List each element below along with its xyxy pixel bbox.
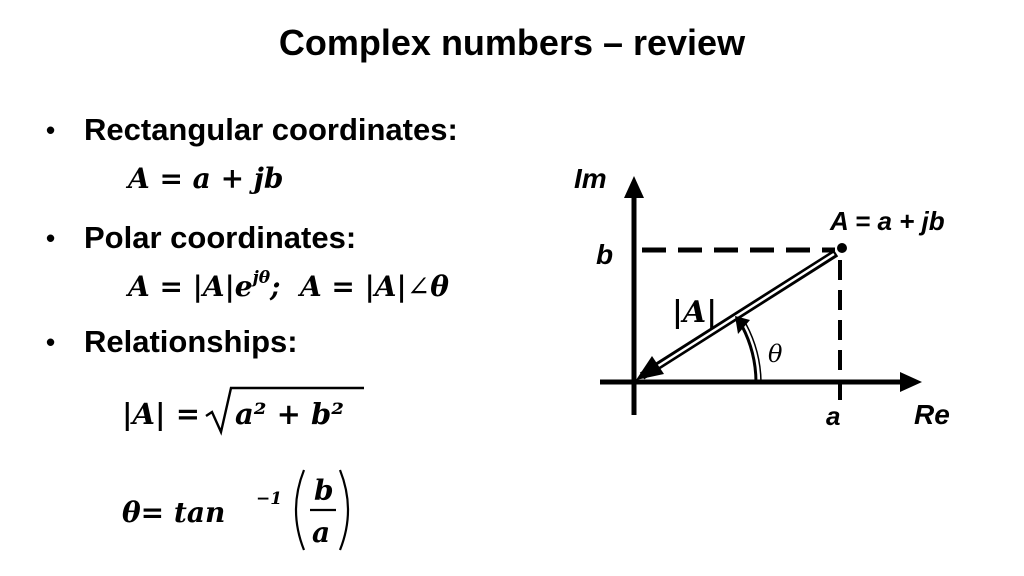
bullet-label-polar: Polar coordinates: — [84, 220, 357, 255]
bullet-label-rectangular: Rectangular coordinates: — [84, 112, 458, 147]
radical-sign — [205, 386, 364, 436]
real-axis-label: Re — [914, 399, 950, 430]
slide-title: Complex numbers – review — [278, 22, 746, 63]
angle-arc-inner — [745, 323, 762, 383]
imag-axis-arrowhead — [624, 176, 644, 198]
magnitude-radicand: a² + b² — [235, 397, 344, 431]
angle-arrowhead — [735, 316, 750, 334]
b-label: b — [596, 239, 613, 270]
right-paren — [338, 469, 350, 551]
polar-separator: ; — [270, 270, 281, 303]
bullet-polar: • Polar coordinates: — [46, 220, 356, 256]
angle-symbol: ∠ — [406, 270, 431, 303]
left-paren — [294, 469, 306, 551]
angle-denominator: a — [312, 516, 330, 549]
real-axis-arrowhead — [900, 372, 922, 392]
polar-exp-power: jθ — [252, 268, 271, 288]
a-label: a — [826, 401, 840, 431]
phasor-arrowhead — [636, 356, 664, 380]
bullet-dot: • — [46, 326, 56, 357]
angle-arc — [740, 325, 758, 383]
bullet-relationships: • Relationships: — [46, 324, 298, 360]
phasor-diagram: Im Re A = a + jb b a |A| θ — [574, 163, 950, 431]
angle-power: −1 — [256, 489, 282, 509]
polar-exp-base: A = |A|e — [128, 270, 253, 303]
bullet-label-relationships: Relationships: — [84, 324, 298, 359]
bullet-dot: • — [46, 114, 56, 145]
polar-angle-lhs: A = |A| — [299, 270, 407, 303]
phasor-vector-inner — [643, 252, 835, 377]
magnitude-lhs: |A| = — [122, 397, 200, 431]
equation-angle: θ= tan −1 b a — [122, 469, 350, 551]
polar-angle-var: θ — [430, 270, 449, 303]
angle-label: θ — [768, 340, 783, 368]
angle-lhs: θ= tan — [122, 496, 225, 529]
imag-axis-label: Im — [574, 163, 607, 194]
bullet-dot: • — [46, 222, 56, 253]
equation-polar: A = |A|ejθ; A = |A|∠θ — [128, 268, 449, 303]
equation-magnitude: |A| = a² + b² — [122, 386, 364, 436]
point-a — [837, 243, 847, 253]
magnitude-label: |A| — [672, 295, 717, 330]
angle-numerator: b — [314, 474, 334, 507]
point-label: A = a + jb — [829, 206, 945, 236]
equation-rectangular: A = a + jb — [128, 162, 284, 195]
bullet-rectangular: • Rectangular coordinates: — [46, 112, 458, 148]
